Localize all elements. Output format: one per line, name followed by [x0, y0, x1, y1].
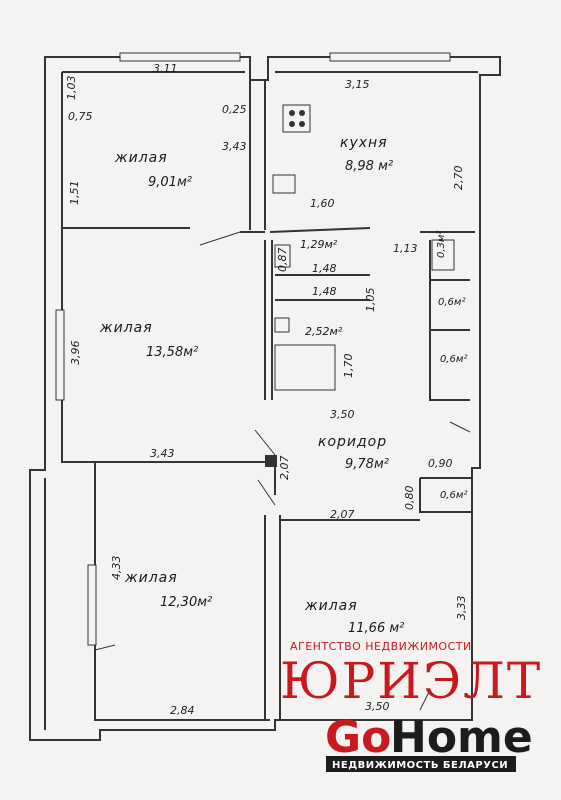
radiator	[265, 455, 277, 467]
dim-label: 3,50	[330, 408, 355, 421]
agency-name: ЮРИЭЛТ	[280, 652, 542, 710]
room-label-living1: жилая	[114, 150, 168, 166]
logo-go: Go	[325, 712, 391, 763]
dim-label: 2,84	[170, 704, 195, 717]
dim-label: 1,51	[68, 181, 81, 206]
dimension-labels: 3,11 3,15 1,03 0,75 0,25 3,43 2,70 1,51 …	[65, 62, 468, 717]
dim-label: 2,07	[278, 456, 291, 481]
dim-label: 1,03	[65, 76, 78, 101]
room-area-kitchen: 8,98 м²	[345, 159, 393, 174]
room-area-living1: 9,01м²	[148, 175, 192, 190]
dim-label: 3,43	[150, 447, 175, 460]
room-label-living3: жилая	[124, 570, 178, 586]
room-area-bath1: 1,29м²	[300, 238, 338, 251]
windows	[55, 52, 451, 646]
dim-label: 1,05	[364, 288, 377, 313]
dim-label: 2,70	[452, 166, 465, 191]
bathtub-icon	[274, 344, 336, 391]
room-area-closet2: 0,6м²	[438, 297, 465, 308]
closet-box	[431, 239, 455, 271]
dim-label: 0,90	[428, 457, 453, 470]
dim-label: 3,15	[345, 78, 370, 91]
tagline-bar	[326, 756, 516, 772]
room-area-living2: 13,58м²	[146, 345, 198, 360]
dim-label: 3,43	[222, 140, 247, 153]
logo-tagline: НЕДВИЖИМОСТЬ БЕЛАРУСИ	[332, 760, 508, 771]
washbasin-icon	[274, 317, 290, 333]
sink-icon	[272, 174, 296, 194]
dim-label: 2,07	[330, 508, 355, 521]
toilet-icon	[274, 244, 291, 268]
gohome-logo: Go Home НЕДВИЖИМОСТЬ БЕЛАРУСИ	[325, 712, 533, 772]
fixtures	[272, 104, 455, 391]
room-area-corridor: 9,78м²	[345, 457, 389, 472]
dim-label: 3,96	[69, 341, 82, 366]
room-label-living2: жилая	[99, 320, 153, 336]
dim-label: 1,13	[393, 242, 418, 255]
room-labels: жилая 9,01м² кухня 8,98 м² жилая 13,58м²…	[99, 135, 467, 636]
logo-home: Home	[390, 712, 533, 763]
dim-label: 3,33	[455, 596, 468, 621]
stove-icon	[282, 104, 311, 133]
agency-subtitle: АГЕНТСТВО НЕДВИЖИМОСТИ	[290, 640, 472, 653]
agency-watermark: АГЕНТСТВО НЕДВИЖИМОСТИ ЮРИЭЛТ	[280, 640, 542, 710]
dim-label: 0,80	[403, 486, 416, 511]
dim-label: 1,70	[342, 354, 355, 379]
interior-walls	[62, 80, 475, 720]
room-area-bath2: 2,52м²	[305, 325, 343, 338]
dim-label: 4,33	[110, 556, 123, 581]
room-label-kitchen: кухня	[340, 135, 388, 151]
dim-label: 0,87	[276, 248, 289, 273]
window-north-left	[119, 52, 241, 62]
room-area-living3: 12,30м²	[160, 595, 212, 610]
room-area-closet1: 0,3м²	[436, 231, 447, 258]
room-area-living4: 11,66 м²	[348, 621, 404, 636]
room-area-closet4: 0,6м²	[440, 490, 467, 501]
dim-label: 3,50	[365, 700, 390, 713]
dim-label: 1,48	[312, 262, 337, 275]
window-balcony	[87, 564, 97, 646]
room-label-corridor: коридор	[318, 434, 387, 450]
dim-label: 1,60	[310, 197, 335, 210]
window-north-right	[329, 52, 451, 62]
dim-label: 3,11	[153, 62, 178, 75]
room-area-closet3: 0,6м²	[440, 354, 467, 365]
room-label-living4: жилая	[304, 598, 358, 614]
dim-label: 0,25	[222, 103, 247, 116]
dim-label: 1,48	[312, 285, 337, 298]
window-west	[55, 309, 65, 401]
dim-label: 0,75	[68, 110, 93, 123]
